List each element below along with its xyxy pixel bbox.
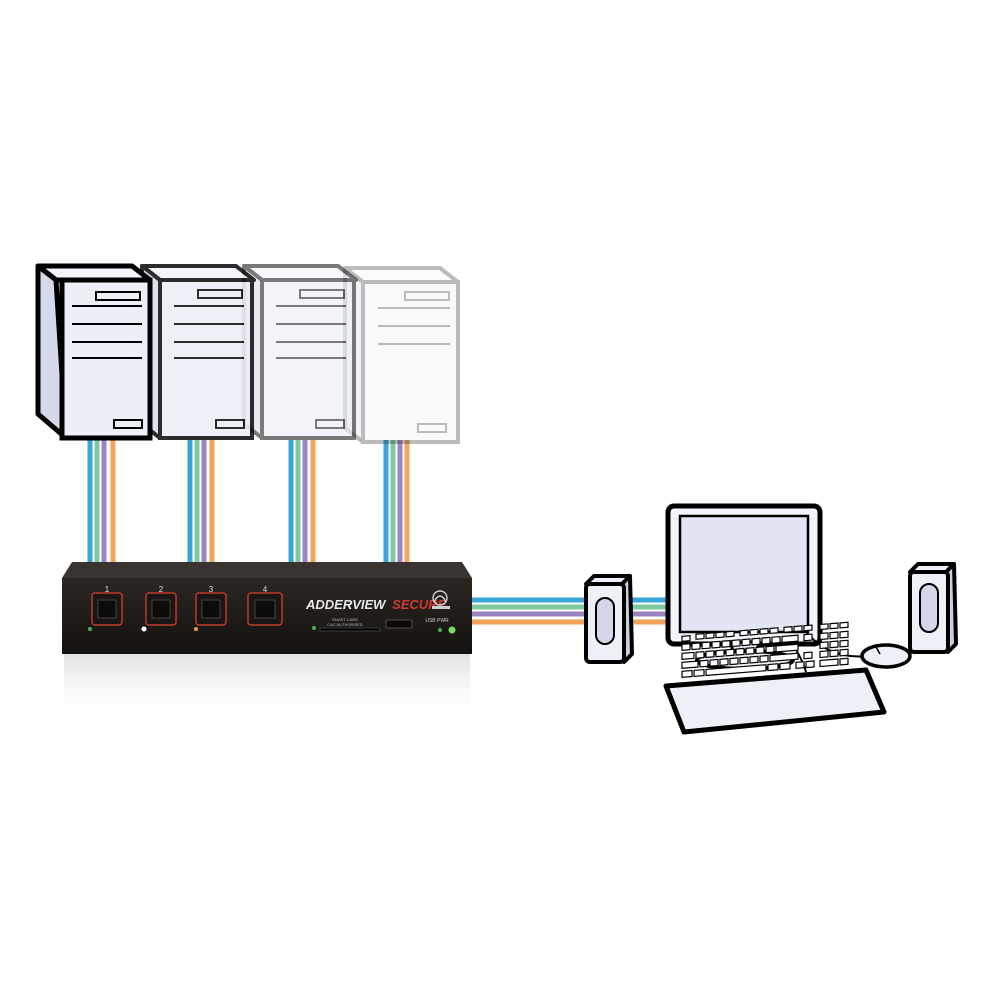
kvm-reflection [64,654,470,724]
card-led [312,626,316,630]
keyboard-cable [789,639,807,673]
computer-tower-1 [35,263,153,441]
port-button-4[interactable]: 4 [247,585,283,626]
port-label-2: 2 [159,585,164,594]
monitor-screen [678,514,810,634]
port-button-1[interactable]: 1 [88,585,123,631]
usb-port[interactable] [385,619,413,629]
speaker-right [908,562,958,654]
usb-pwr-label: USB PWR [425,618,449,624]
card-reader-slot[interactable] [319,627,381,632]
cable-bundle-1 [87,440,116,562]
port-led-3 [194,627,198,631]
card-reader-sublabel: CAC AUTHORISED [327,622,363,627]
adder-logo-icon [432,590,450,609]
cable-bundle-3 [288,440,316,562]
kvm-top-face [62,562,472,578]
speaker-left [584,574,634,664]
cable-bundle-2 [187,440,215,562]
computer-tower-2 [140,264,256,440]
workstation-cables [470,597,670,625]
keyboard[interactable] [663,621,887,735]
keyboard-keys [681,621,849,678]
mouse[interactable] [860,643,912,669]
power-led-2 [448,626,456,634]
computer-cables [87,440,410,562]
port-label-3: 3 [209,585,214,594]
brand-name: ADDERVIEW SECURE [305,597,447,612]
port-led-2 [141,626,147,632]
port-label-1: 1 [105,585,110,594]
brand-word: ADDERVIEW [305,597,387,612]
computer-tower-3 [242,264,358,440]
kvm-switch: 1 2 3 4 ADDERVIEW SECURE SMART CARD C [62,562,472,724]
cable-bundle-4 [383,440,410,562]
port-led-1 [88,627,92,631]
port-button-3[interactable]: 3 [194,585,227,631]
card-reader-label: SMART CARD [332,617,358,622]
power-led-1 [438,628,442,632]
port-button-2[interactable]: 2 [141,585,177,632]
port-label-4: 4 [263,585,268,594]
computer-tower-4 [343,266,460,444]
